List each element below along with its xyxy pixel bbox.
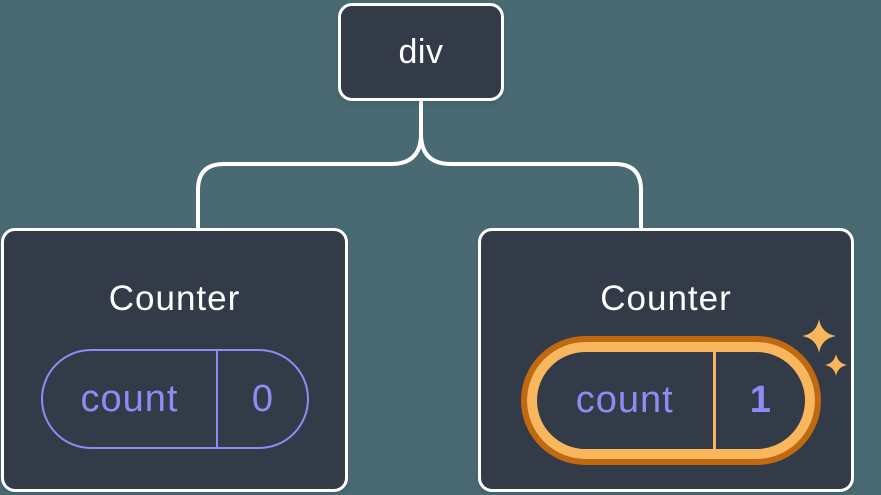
state-pill-key-cell: count bbox=[537, 352, 716, 449]
sparkle-small bbox=[825, 354, 847, 376]
connector-left-branch bbox=[196, 100, 423, 228]
root-node-div: div bbox=[338, 3, 504, 101]
state-key-label: count bbox=[575, 379, 674, 421]
root-node-label: div bbox=[398, 32, 444, 71]
counter-title: Counter bbox=[600, 279, 732, 318]
counter-title: Counter bbox=[108, 279, 241, 318]
counter-node-right: Counter count 1 bbox=[478, 228, 854, 492]
state-key-label: count bbox=[80, 377, 179, 420]
counter-node-left: Counter count 0 bbox=[1, 228, 348, 492]
state-pill-value-cell: 0 bbox=[218, 351, 307, 447]
state-pill-key-cell: count bbox=[43, 351, 218, 447]
sparkle-large bbox=[802, 319, 836, 353]
state-pill-highlighted: count 1 bbox=[527, 342, 815, 459]
state-value: 1 bbox=[749, 379, 771, 421]
state-value: 0 bbox=[251, 377, 274, 420]
state-pill: count 0 bbox=[41, 349, 309, 449]
connector-right-branch bbox=[419, 100, 643, 228]
state-pill-value-cell: 1 bbox=[716, 352, 805, 449]
